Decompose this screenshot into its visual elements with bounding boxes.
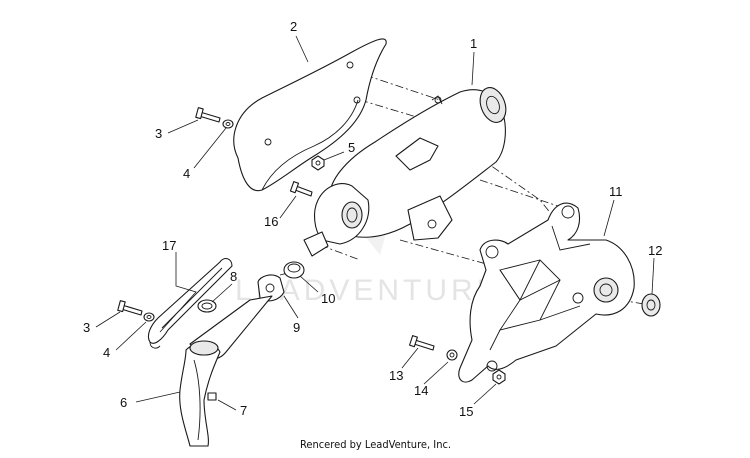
callouts: 1 2 3 3 4 4 5 6 7 8 9 10 11 12 13 14 15 … <box>83 19 662 419</box>
callout-4-upper: 4 <box>183 166 190 181</box>
callout-11: 11 <box>609 184 623 199</box>
nut-15-part <box>492 369 506 385</box>
bolt-3-upper <box>195 107 221 123</box>
gasket-part <box>283 231 329 279</box>
callout-5: 5 <box>348 140 355 155</box>
callout-15: 15 <box>459 404 473 419</box>
callout-2: 2 <box>290 19 297 34</box>
seal-ring-part <box>197 299 217 313</box>
callout-10: 10 <box>321 291 335 306</box>
bolt-16-part <box>289 181 313 197</box>
bearing-12-part <box>641 293 661 317</box>
callout-6: 6 <box>120 395 127 410</box>
swing-arm-bracket-part <box>458 202 635 383</box>
credit-text: Rencered by LeadVenture, Inc. <box>300 438 451 451</box>
callout-13: 13 <box>389 368 403 383</box>
callout-9: 9 <box>293 320 300 335</box>
exhaust-pipe-part <box>179 295 273 447</box>
callout-17: 17 <box>162 238 176 253</box>
washer-4-upper <box>222 119 234 129</box>
callout-8: 8 <box>230 269 237 284</box>
bolt-13-part <box>409 335 435 351</box>
bolt-3-lower <box>117 300 143 316</box>
washer-4-lower <box>143 312 155 322</box>
callout-16: 16 <box>264 214 278 229</box>
callout-12: 12 <box>648 243 662 258</box>
callout-7: 7 <box>240 403 247 418</box>
pipe-nut-part <box>207 392 217 401</box>
callout-3-upper: 3 <box>155 126 162 141</box>
leader-lines <box>95 35 655 411</box>
callout-3-lower: 3 <box>83 320 90 335</box>
callout-4-lower: 4 <box>103 345 110 360</box>
muffler-part <box>313 87 507 245</box>
callout-14: 14 <box>414 383 428 398</box>
callout-1: 1 <box>470 36 477 51</box>
nut-5-part <box>311 155 325 171</box>
washer-14-part <box>446 349 458 361</box>
heat-shield-part <box>233 38 387 192</box>
